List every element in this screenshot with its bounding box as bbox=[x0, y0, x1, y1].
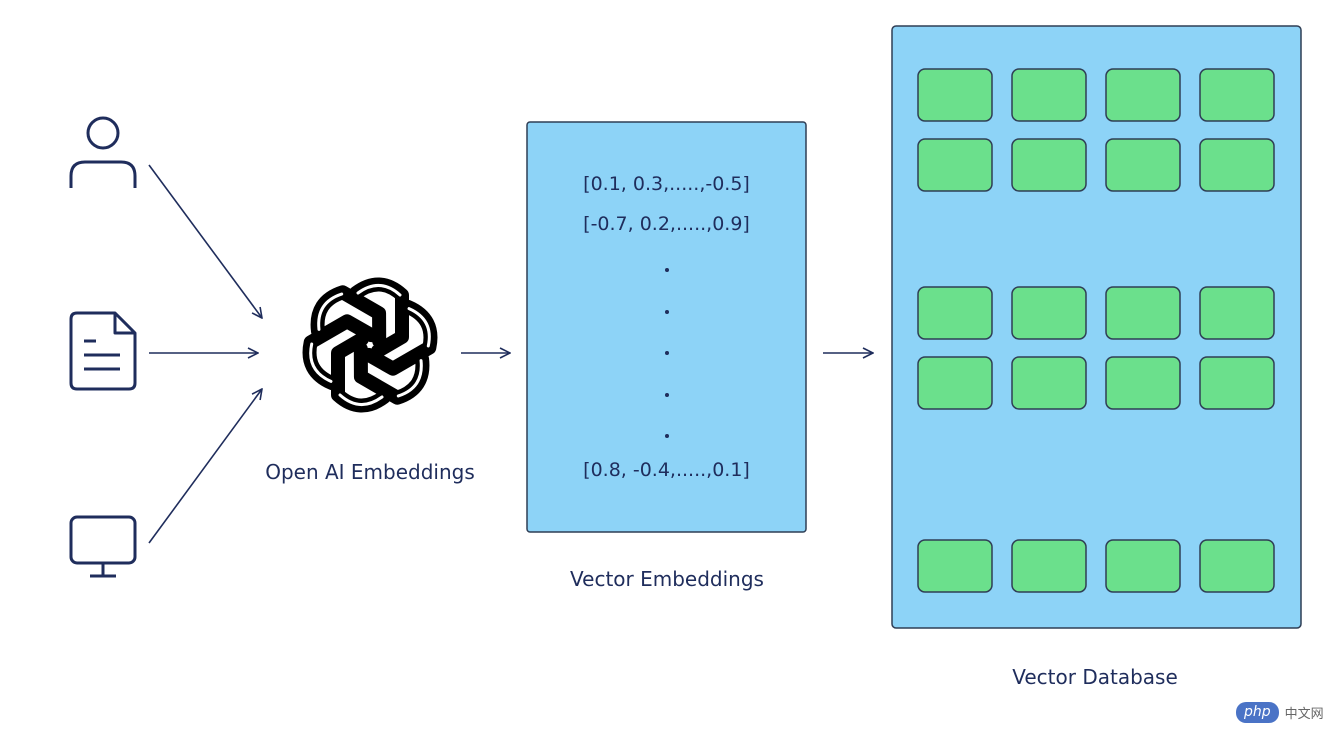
openai-logo-icon bbox=[302, 277, 438, 413]
database-cell bbox=[1011, 138, 1087, 192]
vector-database-panel bbox=[891, 25, 1302, 629]
database-cell bbox=[1011, 539, 1087, 593]
database-cell bbox=[1011, 68, 1087, 122]
vector-row-second: [-0.7, 0.2,.....,0.9] bbox=[583, 213, 750, 235]
arrow-monitor-to-model bbox=[148, 389, 262, 544]
vector-row-first: [0.1, 0.3,.....,-0.5] bbox=[583, 173, 750, 195]
vector-embeddings-panel bbox=[526, 121, 807, 533]
user-icon bbox=[69, 116, 137, 188]
monitor-icon bbox=[69, 515, 137, 578]
database-cell bbox=[917, 138, 993, 192]
ellipsis-dot bbox=[665, 310, 669, 314]
database-cell bbox=[1199, 286, 1275, 340]
watermark-badge: php bbox=[1236, 702, 1279, 723]
database-cell bbox=[1199, 138, 1275, 192]
database-cell bbox=[1105, 286, 1181, 340]
arrow-user-to-model bbox=[148, 164, 262, 318]
database-cell bbox=[917, 286, 993, 340]
database-cell bbox=[917, 356, 993, 410]
openai-embeddings-label: Open AI Embeddings bbox=[265, 460, 475, 484]
database-cell bbox=[1011, 286, 1087, 340]
database-cell bbox=[1199, 68, 1275, 122]
database-cells bbox=[917, 68, 1275, 593]
vector-row-last: [0.8, -0.4,.....,0.1] bbox=[583, 459, 750, 481]
watermark: php 中文网 bbox=[1236, 702, 1324, 723]
ellipsis-dot bbox=[665, 351, 669, 355]
document-icon bbox=[69, 311, 137, 391]
vector-database-label: Vector Database bbox=[1012, 665, 1178, 689]
database-cell bbox=[1199, 356, 1275, 410]
ellipsis-dot bbox=[665, 434, 669, 438]
ellipsis-dot bbox=[665, 268, 669, 272]
database-cell bbox=[1011, 356, 1087, 410]
database-cell bbox=[917, 68, 993, 122]
database-cell bbox=[1199, 539, 1275, 593]
database-cell bbox=[1105, 68, 1181, 122]
database-cell bbox=[1105, 539, 1181, 593]
ellipsis-dot bbox=[665, 393, 669, 397]
vector-embeddings-label: Vector Embeddings bbox=[570, 567, 764, 591]
database-cell bbox=[1105, 138, 1181, 192]
watermark-text: 中文网 bbox=[1284, 707, 1324, 722]
database-cell bbox=[1105, 356, 1181, 410]
database-cell bbox=[917, 539, 993, 593]
